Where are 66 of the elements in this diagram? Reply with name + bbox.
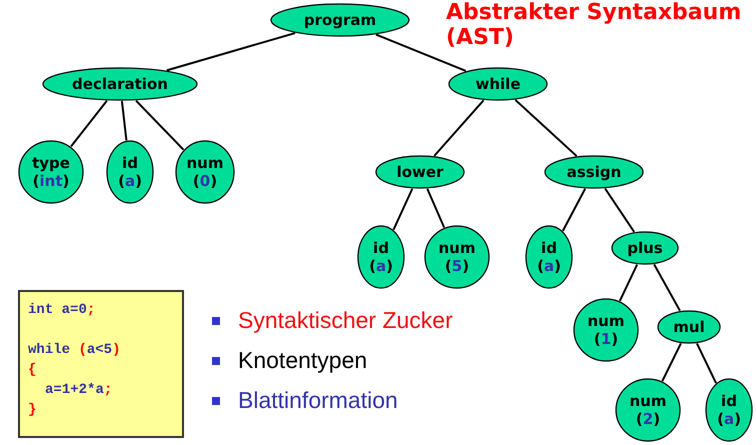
node-type: num [588, 312, 624, 330]
code-line: a=1+2*a; [44, 381, 114, 400]
tree-edge [392, 188, 414, 230]
code-line: } [28, 401, 38, 420]
node-type: type [32, 154, 70, 172]
leaf-node [525, 225, 573, 289]
node-value: (a) [118, 172, 142, 190]
tree-node [270, 3, 410, 37]
node-value: (2) [636, 410, 660, 428]
bullet-text: Blattinformation [238, 387, 398, 414]
tree-node [448, 67, 548, 101]
node-type: program [304, 11, 376, 29]
tree-node [611, 231, 679, 265]
bullet-text: Knotentypen [238, 347, 368, 374]
tree-edge [120, 100, 128, 140]
node-value: (0) [192, 172, 218, 190]
leaf-node [615, 378, 681, 442]
node-type: assign [566, 163, 622, 181]
node-value: (1) [594, 330, 618, 348]
node-type: lower [396, 163, 444, 181]
tree-edge [376, 34, 466, 72]
node-type: id [541, 239, 557, 257]
leaf-node [18, 140, 84, 204]
code-line: while (a<5) [28, 341, 122, 360]
tree-edge [514, 99, 578, 157]
tree-edge [70, 100, 108, 148]
tree-edge [166, 32, 296, 72]
code-line: int a=0; [28, 301, 96, 320]
node-value: (a) [717, 410, 741, 428]
node-value: (a) [537, 257, 561, 275]
leaf-node [175, 140, 235, 204]
leaf-node [424, 225, 490, 289]
tree-node [42, 67, 198, 101]
node-type: id [721, 392, 737, 410]
node-type: plus [627, 239, 663, 257]
code-box [18, 290, 184, 438]
tree-edge [696, 343, 717, 384]
node-value: (5) [444, 257, 470, 275]
leaf-node [573, 298, 639, 362]
tree-edge [661, 343, 682, 382]
node-type: num [186, 154, 224, 172]
tree-edge [604, 188, 636, 232]
bullet-text: Syntaktischer Zucker [238, 307, 453, 334]
leaf-node [357, 225, 405, 289]
tree-edge [434, 100, 484, 157]
tree-edge [135, 100, 184, 150]
node-type: declaration [72, 75, 168, 93]
node-type: while [476, 75, 520, 93]
tree-node [544, 155, 644, 189]
node-type: num [630, 392, 666, 410]
tree-node [375, 155, 465, 189]
tree-node [657, 310, 721, 344]
tree-edge [426, 188, 446, 228]
tree-edge [618, 264, 638, 302]
node-type: id [122, 154, 138, 172]
node-type: mul [673, 318, 705, 336]
leaf-node [705, 378, 753, 442]
node-value: (a) [369, 257, 393, 275]
node-type: num [438, 239, 476, 257]
node-value: (int) [32, 172, 70, 190]
node-type: id [373, 239, 389, 257]
tree-edge [653, 264, 681, 312]
tree-edge [562, 188, 586, 232]
leaf-node [106, 140, 154, 204]
diagram-title: Abstrakter Syntaxbaum (AST) [446, 0, 742, 50]
code-line: { [28, 361, 38, 380]
